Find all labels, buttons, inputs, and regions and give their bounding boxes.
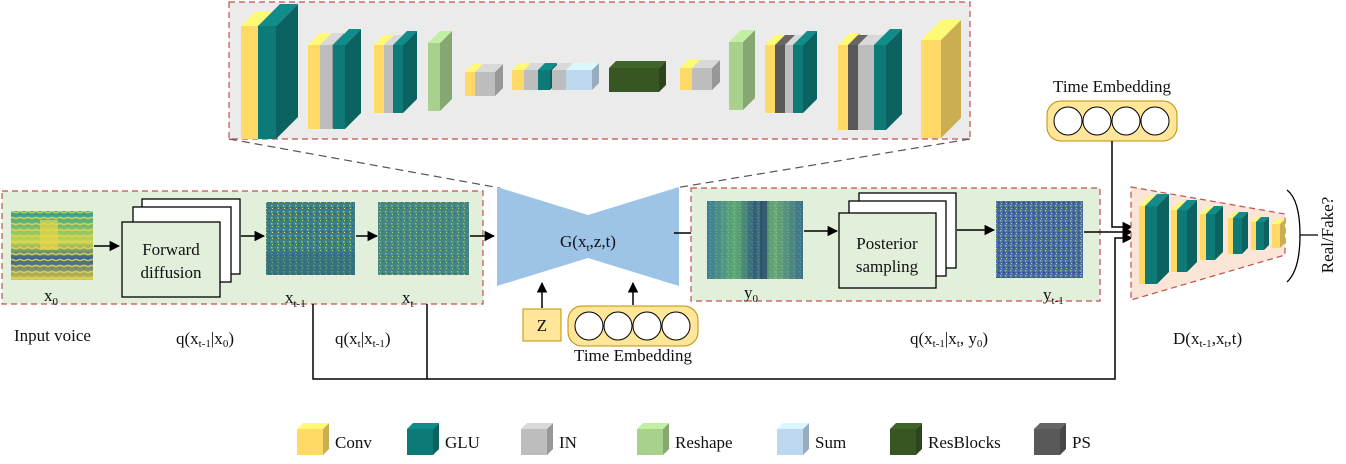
y0-spectrogram xyxy=(707,201,803,279)
legend: Conv GLU IN Reshape Sum ResBlocks PS xyxy=(297,423,1091,455)
gen-layer-glu-block xyxy=(333,29,361,129)
generator-shape xyxy=(497,187,679,286)
legend-swatch-resblocks xyxy=(890,423,922,455)
disc-layer-glu-block xyxy=(1177,200,1197,272)
yt1-label: yt-1 xyxy=(1043,285,1064,307)
legend-label-conv: Conv xyxy=(335,433,372,452)
q-xt-xt1-label: q(xt|xt-1) xyxy=(335,329,391,350)
time-embedding-bottom xyxy=(567,305,699,347)
x0-spectrogram xyxy=(11,211,93,280)
gen-layer-in-block xyxy=(475,64,503,96)
gen-layer-conv-block xyxy=(921,20,961,138)
gen-layer-reshape-block xyxy=(428,31,452,111)
z-noise-box xyxy=(522,308,562,342)
posterior-sampling-box: Posterior sampling xyxy=(838,192,957,289)
arrow-top-embed-discriminator xyxy=(1111,141,1134,233)
q-posterior-label: q(xt-1|xt, y0) xyxy=(910,329,988,350)
gen-layer-glu-block xyxy=(793,31,817,113)
input-voice-label: Input voice xyxy=(14,326,91,345)
z-label: Z xyxy=(537,316,547,335)
yt1-spectrogram xyxy=(996,201,1083,278)
legend-swatch-sum xyxy=(777,423,809,455)
gen-layer-glu-block xyxy=(258,4,298,139)
q-xt1-x0-label: q(xt-1|x0) xyxy=(176,329,234,350)
generator-layer-blocks xyxy=(241,4,961,139)
svg-text:sampling: sampling xyxy=(856,257,919,276)
detail-connector-right xyxy=(674,138,971,189)
output-brace xyxy=(1286,189,1301,283)
legend-label-sum: Sum xyxy=(815,433,846,452)
discriminator-label: D(xt-1,xt,t) xyxy=(1173,329,1242,350)
x0-label: x0 xyxy=(44,286,59,308)
legend-swatch-conv xyxy=(297,423,329,455)
time-embedding-top xyxy=(1046,100,1178,142)
disc-layer-glu-block xyxy=(1145,194,1169,284)
legend-label-ps: PS xyxy=(1072,433,1091,452)
forward-diffusion-box: Forward diffusion xyxy=(121,198,241,298)
disc-layer-conv-block xyxy=(1272,219,1285,248)
legend-label-resblocks: ResBlocks xyxy=(928,433,1001,452)
xt-label: xt xyxy=(402,288,414,310)
time-embedding-top-label: Time Embedding xyxy=(1053,77,1171,96)
svg-text:Forward: Forward xyxy=(142,240,200,259)
gen-layer-resblocks-block xyxy=(609,61,666,92)
legend-label-in: IN xyxy=(559,433,577,452)
xt1-label: xt-1 xyxy=(285,288,306,310)
gen-layer-reshape-block xyxy=(729,30,755,110)
svg-text:Posterior: Posterior xyxy=(856,234,918,253)
svg-text:diffusion: diffusion xyxy=(140,263,202,282)
disc-layer-glu-block xyxy=(1256,217,1269,250)
disc-layer-glu-block xyxy=(1206,206,1223,260)
xt1-spectrogram xyxy=(266,202,355,275)
legend-swatch-glu xyxy=(407,423,439,455)
real-fake-label: Real/Fake? xyxy=(1318,197,1337,273)
detail-connector-left xyxy=(228,138,501,189)
generator-label: G(xt,z,t) xyxy=(560,232,616,254)
discriminator-layer-blocks xyxy=(1139,194,1285,284)
time-embedding-bottom-label: Time Embedding xyxy=(574,346,692,365)
legend-label-glu: GLU xyxy=(445,433,480,452)
gen-layer-glu-block xyxy=(874,29,902,130)
arrow-loop-to-discriminator xyxy=(312,232,1134,380)
legend-label-reshape: Reshape xyxy=(675,433,733,452)
y0-label: y0 xyxy=(744,283,759,305)
legend-swatch-in xyxy=(521,423,553,455)
gen-layer-sum-block xyxy=(580,63,599,90)
gen-layer-in-block xyxy=(692,60,720,90)
xt-spectrogram xyxy=(378,202,469,275)
legend-swatch-reshape xyxy=(637,423,669,455)
disc-layer-glu-block xyxy=(1233,212,1248,254)
legend-swatch-ps xyxy=(1034,423,1066,455)
gen-layer-glu-block xyxy=(393,31,417,113)
